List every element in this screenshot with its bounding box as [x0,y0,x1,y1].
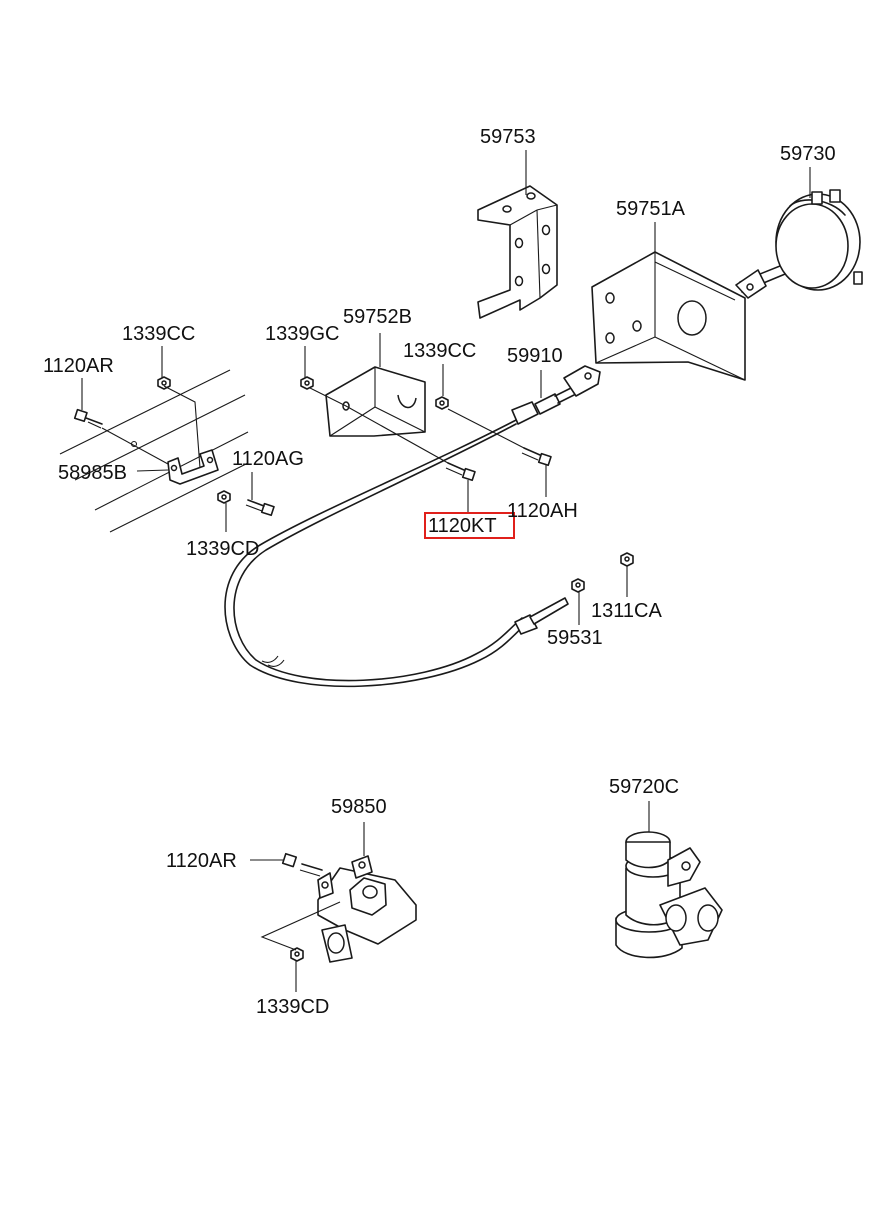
label-58985B[interactable]: 58985B [58,462,127,484]
bracket-59752B [325,366,426,437]
highlight-box [424,512,515,539]
label-59753[interactable]: 59753 [480,126,536,148]
nut-1339GC [300,376,314,390]
bracket-59751A [591,251,746,381]
label-1120AR-bottom[interactable]: 1120AR [166,850,237,872]
nut-1339CC-mid [435,396,449,410]
nut-1339CC-left [157,376,171,390]
part-labels: 59753 59730 59751A 1339CC 1339GC 59752B … [43,126,836,1018]
nut-59531 [571,578,585,593]
label-59910[interactable]: 59910 [507,345,563,367]
label-59730[interactable]: 59730 [780,143,836,165]
bracket-58985B [130,440,219,485]
label-1339CC-mid[interactable]: 1339CC [403,340,476,362]
label-1120KT[interactable]: 1120KT [428,515,497,537]
control-cable-59910 [224,365,601,688]
leader-lines [81,150,811,992]
label-1339GC[interactable]: 1339GC [265,323,340,345]
label-1120AG[interactable]: 1120AG [232,448,304,470]
nut-1311CA [620,552,634,567]
label-59751A[interactable]: 59751A [616,198,686,220]
label-1339CD-top[interactable]: 1339CD [186,538,259,560]
label-59720C[interactable]: 59720C [609,776,679,798]
valve-59720C [615,831,723,959]
label-1339CC-left[interactable]: 1339CC [122,323,195,345]
bracket-59753 [477,185,558,319]
valve-59850 [281,852,417,963]
label-1120AR-top[interactable]: 1120AR [43,355,114,377]
label-59531[interactable]: 59531 [547,627,603,649]
frame-rail [59,369,249,533]
label-59850[interactable]: 59850 [331,796,387,818]
label-1339CD-bottom[interactable]: 1339CD [256,996,329,1018]
bolt-1120AG [245,499,275,517]
label-1120AH[interactable]: 1120AH [507,500,578,522]
label-59752B[interactable]: 59752B [343,306,412,328]
bolt-1120AR-top [73,408,103,429]
nut-1339CD-top [217,490,231,504]
label-1311CA[interactable]: 1311CA [591,600,662,622]
bolt-1120AH [521,447,552,467]
air-chamber-59730 [735,189,863,299]
bolt-1120KT [445,462,476,482]
